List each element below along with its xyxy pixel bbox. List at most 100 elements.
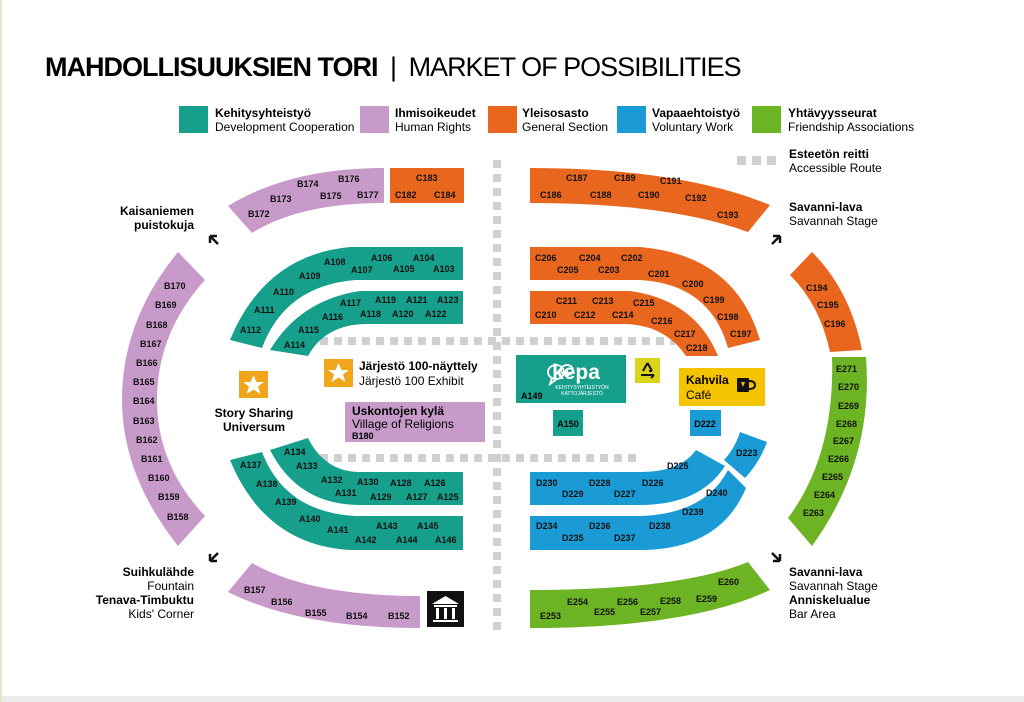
booth-label: A111 <box>254 305 275 315</box>
booth-label: A141 <box>327 525 349 535</box>
booth-label: C205 <box>557 265 579 275</box>
booth-label: C187 <box>566 173 588 183</box>
booth-label: B166 <box>136 358 158 368</box>
section-b-top <box>228 168 384 233</box>
legend-general-fi: Yleisosasto <box>522 106 589 120</box>
section-a-inner-bot <box>270 438 463 505</box>
booth-label: C217 <box>674 329 696 339</box>
booth-label: A104 <box>413 253 435 263</box>
kaisaniemi-label-1: Kaisaniemen <box>120 204 194 218</box>
legend-development-en: Development Cooperation <box>215 120 354 134</box>
section-a-inner-top <box>270 291 463 356</box>
exhibit-label-1: Järjestö 100-näyttely <box>359 359 478 373</box>
fountain-label-3: Tenava-Timbuktu <box>96 593 194 607</box>
booth-label: D238 <box>649 521 671 531</box>
kepa-line-2: KATTOJÄRJESTÖ <box>561 390 603 397</box>
booth-label: B170 <box>164 281 186 291</box>
coffee-cup-icon <box>737 378 757 392</box>
booth-label: B163 <box>133 416 155 426</box>
section-kepa <box>516 355 626 403</box>
booth-label: B172 <box>248 209 270 219</box>
booth-label: B152 <box>388 611 410 621</box>
d222-label: D222 <box>694 419 716 429</box>
booth-label: B169 <box>155 300 177 310</box>
legend-swatch-general <box>488 106 517 133</box>
booth-label: D237 <box>614 533 636 543</box>
booth-label: A131 <box>335 488 357 498</box>
booth-label: D228 <box>589 478 611 488</box>
booth-label: E260 <box>718 577 739 587</box>
booth-label: E254 <box>567 597 588 607</box>
section-a150 <box>553 410 583 436</box>
section-b-left <box>122 252 205 546</box>
booth-label: A138 <box>256 479 278 489</box>
accessible-route-en: Accessible Route <box>789 161 882 175</box>
booth-label: A105 <box>393 264 415 274</box>
booth-label: D225 <box>667 461 689 471</box>
booth-label: A139 <box>275 497 297 507</box>
booth-label: C190 <box>638 190 660 200</box>
bottom-strip <box>0 696 1024 702</box>
booth-label: C198 <box>717 312 739 322</box>
place-labels: Kaisaniemen puistokuja Savanni-lava Sava… <box>96 200 878 621</box>
fountain-label-1: Suihkulähde <box>123 565 195 579</box>
icons <box>239 358 757 627</box>
booth-label: A145 <box>417 521 439 531</box>
booth-label: E259 <box>696 594 717 604</box>
section-e-right <box>788 357 867 546</box>
booth-label: A122 <box>425 309 447 319</box>
kepa-logo-text: kepa <box>552 361 600 384</box>
booth-label: A127 <box>406 492 428 502</box>
booth-label: B173 <box>270 194 292 204</box>
section-e-bottom <box>530 562 770 628</box>
title-separator: | <box>390 52 396 82</box>
booth-label: C218 <box>686 343 708 353</box>
booth-label: B155 <box>305 608 327 618</box>
booth-label: C202 <box>621 253 643 263</box>
legend-friendship-en: Friendship Associations <box>788 120 914 134</box>
booth-label: D227 <box>614 489 636 499</box>
savanni-bottom-label-2: Savannah Stage <box>789 579 878 593</box>
booth-label: E270 <box>838 382 859 392</box>
section-d222 <box>690 410 721 436</box>
booth-label: A119 <box>375 295 396 305</box>
booth-label: C188 <box>590 190 612 200</box>
savanni-bottom-label-3: Anniskelualue <box>789 593 871 607</box>
booth-label: E266 <box>828 454 849 464</box>
booth-label: E263 <box>803 508 824 518</box>
booth-label: C193 <box>717 210 739 220</box>
booth-label: D239 <box>682 507 704 517</box>
legend: Kehitysyhteistyö Development Cooperation… <box>179 106 914 175</box>
booth-label: A146 <box>435 535 457 545</box>
booth-label: D226 <box>642 478 664 488</box>
booth-label: D240 <box>706 488 728 498</box>
savanni-bottom-label-1: Savanni-lava <box>789 565 863 579</box>
booth-label: A116 <box>322 312 343 322</box>
booth-label: C203 <box>598 265 620 275</box>
section-d-small <box>724 432 767 478</box>
booth-label: C201 <box>648 269 670 279</box>
booth-label: A115 <box>298 325 319 335</box>
booth-label: C194 <box>806 283 828 293</box>
booth-label: B164 <box>133 396 155 406</box>
booth-label: B162 <box>136 435 158 445</box>
booth-label: E255 <box>594 607 615 617</box>
section-cafe <box>679 368 765 406</box>
booth-label: C183 <box>416 173 438 183</box>
section-d-outer-bot <box>530 470 746 550</box>
legend-human-rights-en: Human Rights <box>395 120 471 134</box>
accessible-route-fi: Esteetön reitti <box>789 147 869 161</box>
booth-label: A118 <box>360 309 381 319</box>
title-main: MAHDOLLISUUKSIEN TORI <box>45 52 378 82</box>
booth-label: C192 <box>685 193 707 203</box>
booth-label: C197 <box>730 329 752 339</box>
section-a-outer-top <box>230 247 463 348</box>
booth-label: A114 <box>284 340 305 350</box>
booth-label: A134 <box>284 447 306 457</box>
arrow-up-left-icon <box>208 234 219 245</box>
booth-label: C212 <box>574 310 596 320</box>
legend-friendship-fi: Yhtävyysseurat <box>788 106 877 120</box>
legend-swatch-human-rights <box>360 106 389 133</box>
booth-label: D235 <box>562 533 584 543</box>
